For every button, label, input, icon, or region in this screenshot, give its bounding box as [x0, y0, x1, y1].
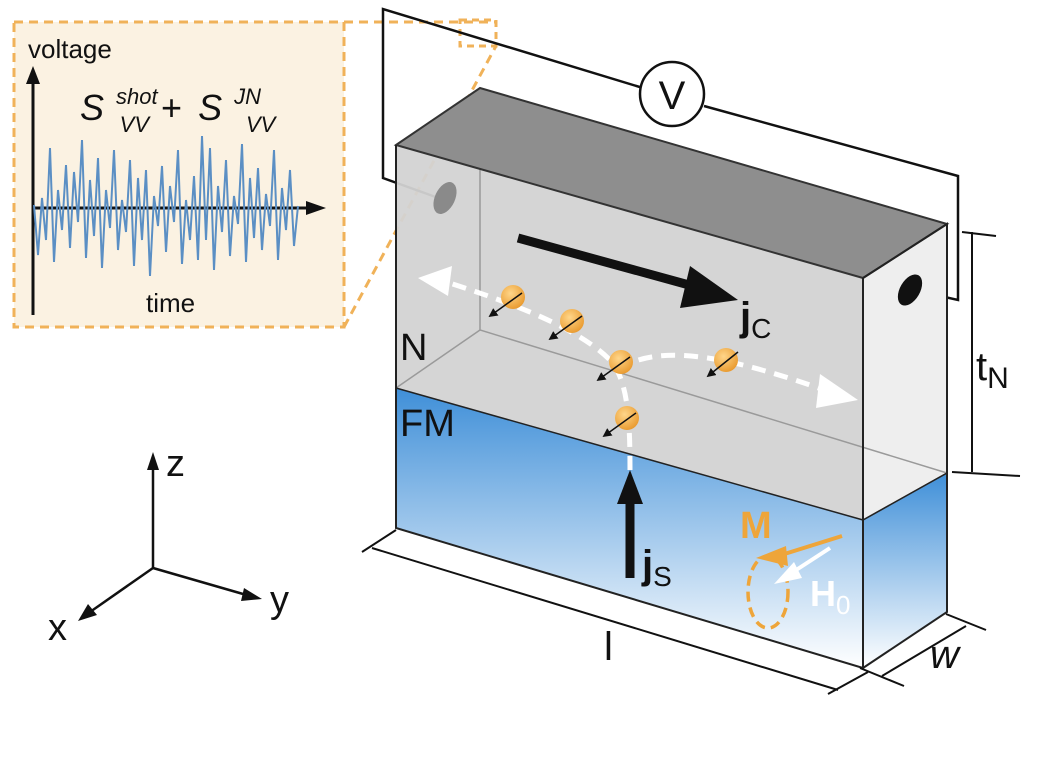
right-contact	[897, 274, 923, 306]
side-outline	[862, 222, 948, 669]
spin-path-left-head	[418, 266, 452, 296]
y-axis	[152, 566, 251, 598]
y-axis-label: y	[270, 579, 289, 621]
magnetization: M H0	[740, 505, 850, 630]
magnetization-arrowhead	[756, 546, 788, 566]
thickness-label: tN	[976, 345, 1009, 395]
spin-current-arrowhead	[617, 470, 643, 504]
voltmeter-label: V	[659, 74, 686, 118]
formula-s-jn: S	[198, 87, 222, 128]
noise-formula: S shot VV + S JN VV	[80, 71, 278, 140]
inset-x-label: time	[146, 288, 195, 318]
formula-plus: +	[161, 87, 182, 128]
noise-trace	[33, 135, 299, 277]
layer-label-fm: FM	[400, 403, 455, 445]
block-outline	[395, 145, 864, 670]
width-label: w	[930, 633, 962, 677]
zoom-line-diagonal	[342, 45, 498, 328]
electron	[706, 348, 739, 378]
formula-sup-jn: JN	[233, 84, 261, 109]
charge-current-arrow	[516, 233, 702, 293]
hidden-edge-diagonal	[395, 329, 481, 389]
inset-y-label: voltage	[28, 34, 112, 64]
inset-y-arrowhead	[26, 66, 40, 84]
magnetization-arrow	[777, 534, 843, 558]
x-arrowhead	[78, 604, 97, 621]
field-arrowhead	[774, 562, 802, 584]
field-label: H0	[810, 573, 850, 620]
layer-label-n: N	[400, 327, 427, 369]
charge-current-label: jC	[739, 295, 771, 344]
magnetization-label: M	[740, 505, 772, 547]
formula-s-shot: S	[80, 87, 104, 128]
spin-path-right-head	[816, 374, 858, 408]
electron	[488, 285, 525, 318]
electron	[602, 406, 639, 438]
x-axis	[89, 566, 154, 614]
fm-side-face	[863, 473, 947, 668]
currents: jC jS	[418, 233, 858, 592]
n-fm-interface	[395, 387, 864, 521]
side-interface	[862, 472, 948, 521]
spin-current-label: jS	[641, 543, 672, 592]
left-contact	[433, 182, 457, 214]
formula-sup-shot: shot	[116, 84, 158, 109]
dimension-length: l	[361, 529, 869, 695]
dimension-thickness: tN	[951, 231, 1021, 477]
electron	[596, 350, 633, 382]
z-axis-label: z	[166, 443, 185, 485]
x-axis-label: x	[48, 607, 67, 649]
voltmeter-circle	[638, 60, 706, 128]
n-front-face	[396, 145, 863, 520]
z-arrowhead	[147, 452, 159, 470]
formula-sub-shot: VV	[120, 112, 152, 137]
y-arrowhead	[241, 588, 262, 601]
length-label: l	[604, 625, 613, 669]
inset-x-arrowhead	[306, 201, 326, 215]
formula-sub-jn: VV	[246, 112, 278, 137]
coordinate-axes: z y x	[48, 443, 289, 649]
electron	[548, 309, 584, 341]
dimension-width: w	[859, 613, 987, 687]
charge-current-arrowhead	[680, 266, 738, 308]
noise-inset: voltage time S shot VV + S JN VV	[12, 18, 498, 329]
spin-path-right	[616, 352, 831, 395]
